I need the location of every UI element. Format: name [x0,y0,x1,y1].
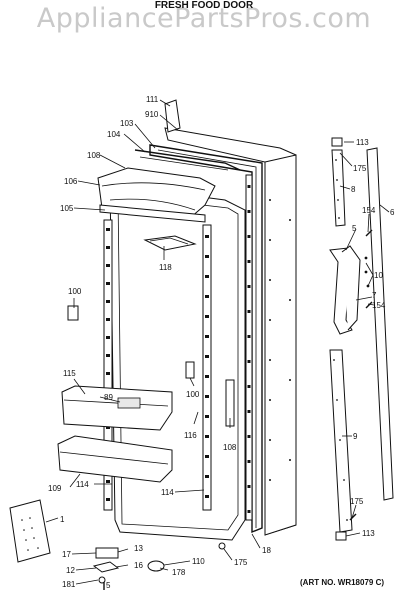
callout-114-left: 114 [76,480,89,489]
clip-part-right [185,361,195,379]
callout-115: 115 [63,369,76,378]
callout-89: 89 [104,393,113,402]
door-bin-lower [57,435,173,483]
door-bin-upper [61,385,173,431]
hinge-pin [92,561,120,573]
callout-16: 16 [134,561,143,570]
callout-118: 118 [159,263,172,272]
bottom-cap [218,542,226,550]
callout-181: 181 [62,580,76,589]
callout-103: 103 [120,119,134,128]
callout-5-right: 5 [352,224,357,233]
door-outer-panel [164,127,297,536]
callout-10: 10 [374,271,383,280]
callout-154-bottom: 154 [372,301,386,310]
callout-105: 105 [60,204,74,213]
callout-100-left: 100 [68,287,82,296]
callout-108-mid: 108 [223,443,237,452]
handle-assembly [329,137,394,541]
callout-178: 178 [172,568,186,577]
door-liner [103,174,253,541]
callout-110: 110 [192,557,205,566]
callout-8: 8 [351,185,356,194]
callout-17: 17 [62,550,71,559]
leader-lines [45,99,390,585]
door-gasket [149,144,263,534]
hinge-cap [164,99,181,133]
callout-5-bottom: 5 [106,581,111,590]
callout-116: 116 [184,431,197,440]
hinge-plate [95,547,119,559]
callout-7: 7 [372,291,377,300]
frame-top-trim [134,149,241,171]
dairy-compartment [97,167,216,219]
washer [98,576,106,584]
callout-111: 111 [146,95,159,104]
callout-labels: 111 910 103 104 108 106 105 118 100 115 … [48,95,395,590]
callout-175-top: 175 [353,164,367,173]
callout-175-right: 175 [350,497,364,506]
callout-18: 18 [262,546,271,555]
page-title: FRESH FOOD DOOR [154,0,254,11]
callout-113-top: 113 [356,138,369,147]
callout-6: 6 [390,208,395,217]
callout-9: 9 [353,432,358,441]
clip-part [67,305,79,321]
callout-100-right: 100 [186,390,200,399]
callout-1: 1 [60,515,65,524]
callout-106: 106 [64,177,78,186]
watermark: AppliancePartsPros.com [36,3,372,34]
callout-910: 910 [145,110,159,119]
callout-114-right: 114 [161,488,174,497]
callout-109: 109 [48,484,62,493]
callout-113-bottom: 113 [362,529,375,538]
door-stop [147,560,165,572]
callout-175-bottom: 175 [234,558,248,567]
art-number: (ART NO. WR18079 C) [300,578,385,587]
instruction-sheet [9,499,51,563]
callout-104: 104 [107,130,121,139]
callout-13: 13 [134,544,143,553]
callout-12: 12 [66,566,75,575]
callout-154-top: 154 [362,206,376,215]
callout-108-top: 108 [87,151,101,160]
